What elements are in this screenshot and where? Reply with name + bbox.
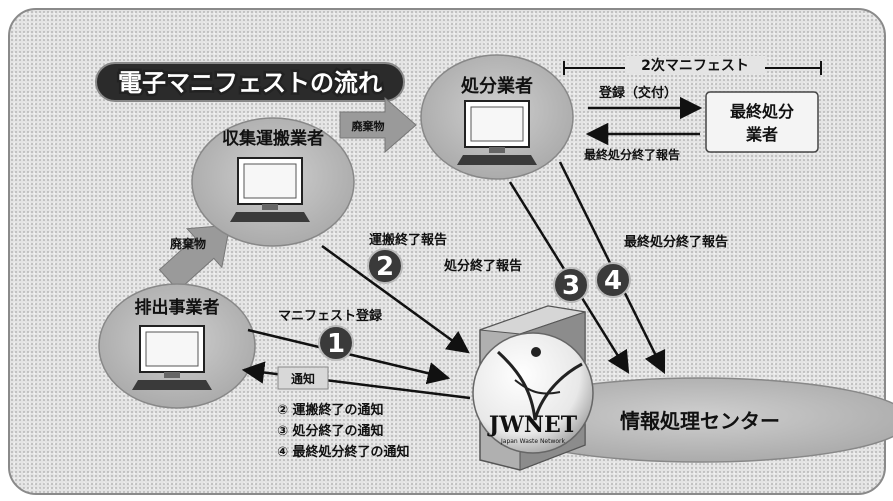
disposal-done-label: 処分終了報告 (443, 258, 522, 274)
title-pill (95, 62, 405, 102)
waste-label-1: 廃棄物 (170, 236, 206, 251)
transporter-label: 収集運搬業者 (222, 128, 324, 149)
center-label: 情報処理センター (620, 409, 780, 433)
manifest-register-label: マニフェスト登録 (278, 308, 383, 324)
step-3-badge (553, 267, 589, 303)
discharger-label: 排出事業者 (135, 297, 220, 318)
notice-final-disposal: ④ 最終処分終了の通知 (277, 444, 410, 460)
jwnet-globe (472, 332, 594, 454)
step-4-badge (595, 262, 631, 298)
second-manifest-label: 2次マニフェスト (641, 57, 749, 74)
step-4-number: 4 (604, 266, 622, 296)
step-3-number: 3 (562, 271, 580, 301)
waste-label-2: 廃棄物 (352, 119, 385, 133)
step-2-badge (367, 248, 403, 284)
notice-disposal: ③ 処分終了の通知 (277, 423, 384, 439)
final-disposer-label-2: 業者 (745, 125, 778, 144)
notify-label: 通知 (291, 371, 315, 386)
transport-done-label: 運搬終了報告 (369, 232, 447, 248)
step-2-number: 2 (376, 252, 394, 282)
notify-tag (277, 366, 329, 390)
disposer-label: 処分業者 (461, 75, 533, 97)
final-disposer-label-1: 最終処分 (730, 102, 794, 121)
disposer-monitor-icon (456, 100, 538, 166)
register-issue-label: 登録（交付） (598, 85, 677, 101)
step-1-number: 1 (327, 329, 345, 359)
jwnet-logo-sub: Japan Waste Network (500, 438, 566, 445)
final-disposal-done-label: 最終処分終了報告 (624, 234, 728, 250)
step-1-badge (318, 325, 354, 361)
diagram-title: 電子マニフェストの流れ (118, 69, 382, 97)
jwnet-logo-text: JWNET (487, 412, 578, 438)
transporter-monitor-icon (229, 157, 311, 223)
final-disposer-box (705, 91, 819, 153)
discharger-monitor-icon (131, 325, 213, 391)
notice-transport: ② 運搬終了の通知 (277, 402, 384, 418)
waste-arrow-2 (339, 96, 417, 154)
transport-done-arrow (321, 244, 470, 354)
final-report-label-top: 最終処分終了報告 (584, 147, 680, 162)
